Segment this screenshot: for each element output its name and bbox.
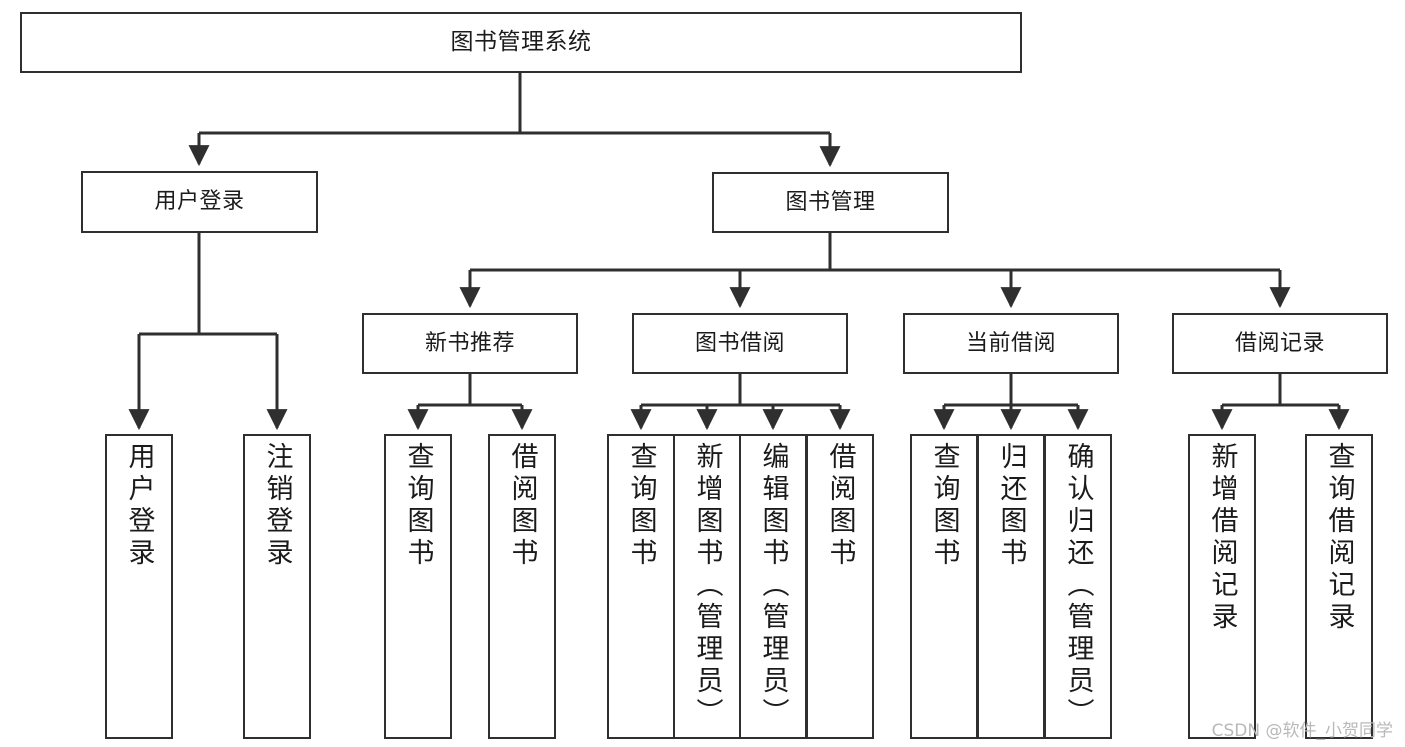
node-label: 用户登录 (154, 189, 245, 215)
node-leaf-query-book-nbr[interactable]: 查询图书 (384, 434, 452, 739)
node-leaf-query-book-cb[interactable]: 查询图书 (910, 434, 978, 739)
node-label: 查询图书 (928, 442, 960, 570)
node-new-book-recommend[interactable]: 新书推荐 (362, 313, 578, 374)
node-label: 确认归还（管理员） (1062, 442, 1094, 730)
node-label: 归还图书 (995, 442, 1027, 570)
node-label: 图书管理 (785, 189, 876, 215)
watermark: CSDN @软件_小贺同学 (1211, 721, 1393, 741)
node-label: 查询图书 (625, 442, 657, 570)
node-book-management[interactable]: 图书管理 (712, 172, 949, 233)
node-user-login[interactable]: 用户登录 (81, 171, 318, 233)
node-leaf-query-book-bb[interactable]: 查询图书 (607, 434, 675, 739)
node-label: 借阅记录 (1234, 330, 1325, 356)
node-current-borrow[interactable]: 当前借阅 (903, 313, 1119, 374)
node-label: 查询借阅记录 (1323, 442, 1355, 634)
node-label: 编辑图书（管理员） (757, 442, 789, 730)
node-label: 查询图书 (402, 442, 434, 570)
node-label: 新增借阅记录 (1206, 442, 1238, 634)
node-leaf-query-borrow-record[interactable]: 查询借阅记录 (1305, 434, 1373, 739)
node-label: 图书管理系统 (450, 28, 592, 55)
node-leaf-user-login[interactable]: 用户登录 (105, 434, 173, 739)
node-borrow-record[interactable]: 借阅记录 (1172, 313, 1388, 374)
node-label: 注销登录 (261, 442, 293, 570)
node-leaf-return-book[interactable]: 归还图书 (977, 434, 1045, 739)
node-label: 当前借阅 (965, 330, 1056, 356)
node-label: 新增图书（管理员） (691, 442, 723, 730)
node-leaf-edit-book-admin[interactable]: 编辑图书（管理员） (739, 434, 807, 739)
node-label: 图书借阅 (694, 330, 785, 356)
node-leaf-logout[interactable]: 注销登录 (243, 434, 311, 739)
node-root-system[interactable]: 图书管理系统 (20, 12, 1022, 73)
node-label: 借阅图书 (824, 442, 856, 570)
node-leaf-add-book-admin[interactable]: 新增图书（管理员） (673, 434, 741, 739)
node-leaf-borrow-book-nbr[interactable]: 借阅图书 (488, 434, 556, 739)
node-leaf-add-borrow-record[interactable]: 新增借阅记录 (1188, 434, 1256, 739)
node-leaf-confirm-return-admin[interactable]: 确认归还（管理员） (1044, 434, 1112, 739)
node-book-borrow[interactable]: 图书借阅 (632, 313, 848, 374)
node-label: 借阅图书 (506, 442, 538, 570)
node-leaf-borrow-book-bb[interactable]: 借阅图书 (806, 434, 874, 739)
node-label: 用户登录 (123, 442, 155, 570)
node-label: 新书推荐 (424, 330, 515, 356)
